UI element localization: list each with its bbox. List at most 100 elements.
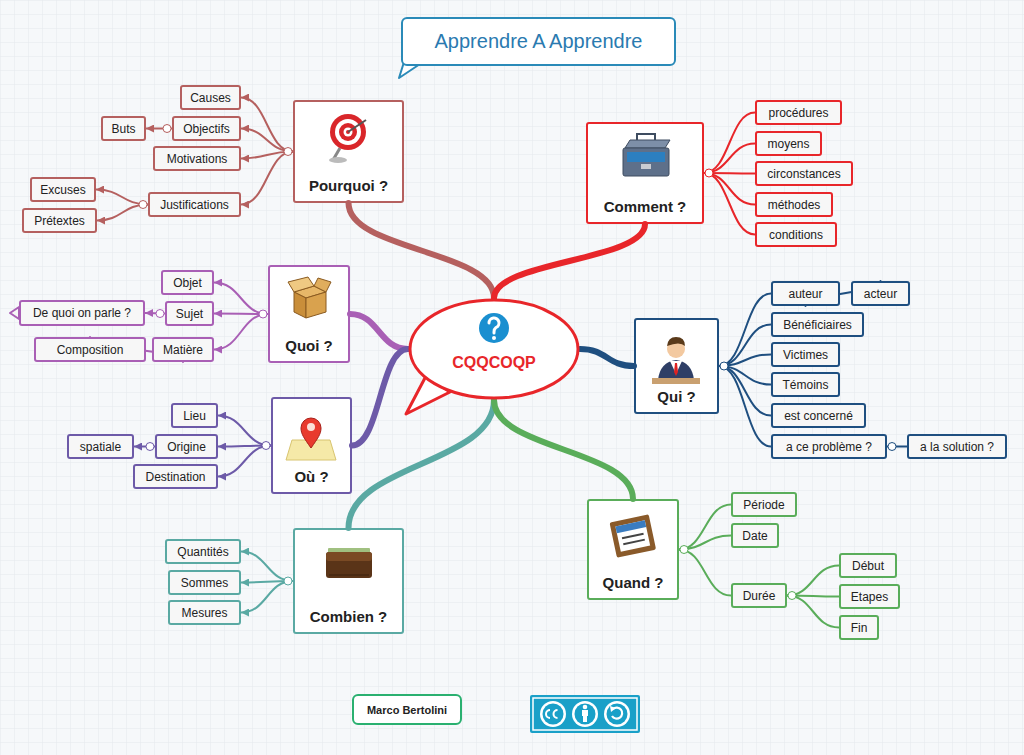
- node-text: méthodes: [768, 198, 821, 212]
- topic-box: Causes: [180, 85, 241, 110]
- collapse-dot: [146, 443, 154, 451]
- topic-box: Bénéficiaires: [771, 312, 864, 337]
- topic-connector: [218, 416, 271, 446]
- node-text: est concerné: [784, 409, 853, 423]
- collapse-dot: [139, 201, 147, 209]
- node-text: conditions: [769, 228, 823, 242]
- topic-box: Motivations: [153, 146, 241, 171]
- topic-connector: [679, 505, 731, 550]
- callout-pointer: [10, 307, 19, 319]
- node-text: Quantités: [177, 545, 228, 559]
- topic-box: a la solution ?: [907, 434, 1007, 459]
- map-pin-icon: [286, 418, 336, 460]
- node-text: Matière: [163, 343, 203, 357]
- topic-connector: [787, 596, 839, 628]
- node-text: Victimes: [783, 348, 828, 362]
- topic-box: Victimes: [771, 342, 840, 367]
- topic-box: Sujet: [165, 301, 214, 326]
- question-dot: [492, 336, 496, 340]
- node-text: Où ?: [294, 468, 328, 485]
- node-text: Motivations: [167, 152, 228, 166]
- branch-connector: [352, 349, 408, 446]
- node-text: Composition: [57, 343, 124, 357]
- topic-box: Lieu: [171, 403, 218, 428]
- node-text: Excuses: [40, 183, 85, 197]
- topic-box: auteur: [771, 281, 840, 306]
- box-icon: [288, 277, 331, 318]
- collapse-dot: [284, 577, 292, 585]
- node-text: a la solution ?: [920, 440, 994, 454]
- branch-connector: [349, 203, 495, 298]
- topic-connector: [704, 113, 755, 174]
- node-text: Début: [852, 559, 884, 573]
- branch-connector: [580, 349, 634, 366]
- topic-connector: [704, 144, 755, 174]
- topic-connector: [704, 173, 755, 235]
- question-box: Pourquoi ?: [293, 100, 404, 203]
- node-text: Bénéficiaires: [783, 318, 852, 332]
- node-text: Date: [742, 529, 767, 543]
- branch-connector: [494, 224, 645, 298]
- branch-grounds: [269, 101, 718, 633]
- node-text: Destination: [145, 470, 205, 484]
- topic-box: Matière: [152, 337, 214, 362]
- bubble-ellipse: [410, 300, 578, 398]
- topic-box: Origine: [155, 434, 218, 459]
- node-text: Témoins: [782, 378, 828, 392]
- branch-connector: [350, 314, 408, 349]
- topic-connector: [218, 446, 271, 477]
- target-icon: [329, 114, 366, 163]
- branch-connector: [349, 400, 495, 528]
- question-box: Quand ?: [587, 499, 679, 600]
- node-text: Sujet: [176, 307, 203, 321]
- topic-box: Période: [731, 492, 797, 517]
- node-text: De quoi on parle ?: [33, 306, 131, 320]
- topic-box: Sommes: [168, 570, 241, 595]
- cc-logo: [530, 695, 640, 733]
- topic-connector: [241, 98, 293, 152]
- central-bubble: CQQCOQP: [408, 298, 580, 400]
- node-text: Mesures: [181, 606, 227, 620]
- topic-connector: [214, 283, 268, 315]
- collapse-dot: [705, 169, 713, 177]
- topic-box: moyens: [755, 131, 822, 156]
- collapse-dot: [259, 310, 267, 318]
- branch-connector: [494, 400, 633, 499]
- topic-box: acteur: [851, 281, 910, 306]
- node-text: Pourquoi ?: [309, 177, 388, 194]
- node-text: Prétextes: [34, 214, 85, 228]
- node-text: Marco Bertolini: [367, 704, 447, 716]
- node-text: a ce problème ?: [786, 440, 872, 454]
- node-text: Comment ?: [604, 198, 687, 215]
- topic-connector: [241, 152, 293, 205]
- collapse-dot: [284, 148, 292, 156]
- topic-box: Composition: [34, 337, 146, 362]
- topic-box: conditions: [755, 222, 837, 247]
- topic-connector: [787, 566, 839, 596]
- title-text: Apprendre A Apprendre: [435, 30, 643, 53]
- node-text: Sommes: [181, 576, 228, 590]
- question-box: Où ?: [271, 397, 352, 494]
- question-box: Qui ?: [634, 318, 719, 414]
- node-text: Qui ?: [657, 388, 695, 405]
- node-text: Période: [743, 498, 784, 512]
- topic-connector: [214, 314, 268, 350]
- collapse-dot: [888, 443, 896, 451]
- topic-connector: [241, 581, 293, 613]
- node-text: Lieu: [183, 409, 206, 423]
- toolbox-icon: [623, 134, 670, 176]
- collapse-dot: [163, 125, 171, 133]
- bubble-outline: [408, 298, 580, 400]
- topic-box: Etapes: [839, 584, 900, 609]
- calendar-icon: [609, 514, 656, 558]
- topic-connector: [679, 550, 731, 596]
- topic-box: Objet: [161, 270, 214, 295]
- node-text: spatiale: [80, 440, 121, 454]
- topic-connector: [704, 173, 755, 205]
- node-text: Buts: [111, 122, 135, 136]
- topic-box: Quantités: [165, 539, 241, 564]
- author-box: Marco Bertolini: [352, 694, 462, 725]
- topic-box: Témoins: [771, 372, 840, 397]
